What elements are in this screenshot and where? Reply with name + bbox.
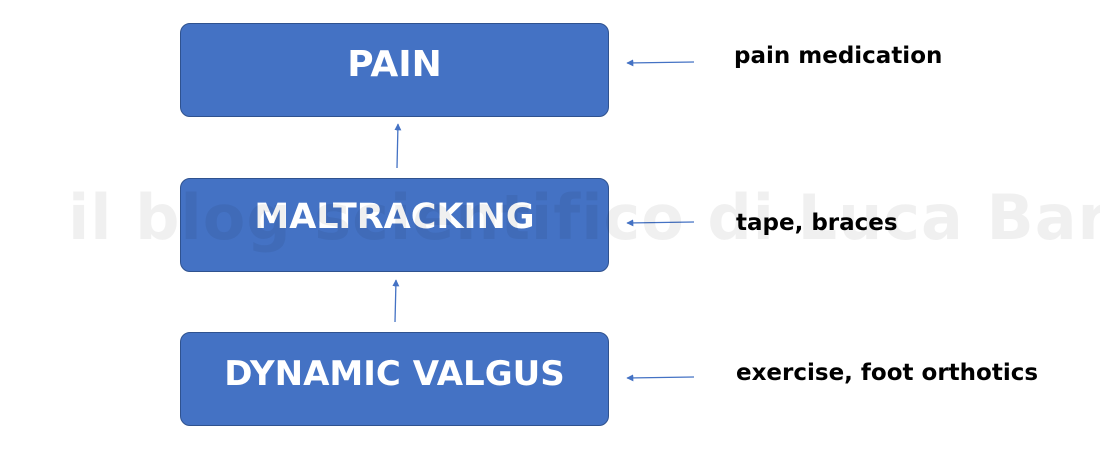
intervention-arrow-pain	[626, 59, 695, 67]
node-maltracking: MALTRACKING	[180, 178, 609, 272]
intervention-arrow-dynamic-valgus	[626, 374, 695, 382]
edge-maltracking-to-pain	[394, 123, 402, 169]
intervention-label-pain: pain medication	[734, 43, 943, 69]
intervention-arrow-maltracking	[626, 219, 695, 227]
node-dynamic-valgus: DYNAMIC VALGUS	[180, 332, 609, 426]
node-label-maltracking: MALTRACKING	[254, 197, 535, 237]
node-label-dynamic-valgus: DYNAMIC VALGUS	[224, 354, 565, 394]
intervention-label-dynamic-valgus: exercise, foot orthotics	[736, 360, 1039, 386]
node-label-pain: PAIN	[347, 43, 442, 85]
node-pain: PAIN	[180, 23, 609, 117]
intervention-label-maltracking: tape, braces	[736, 210, 898, 236]
edge-dynamic-valgus-to-maltracking	[392, 279, 400, 323]
